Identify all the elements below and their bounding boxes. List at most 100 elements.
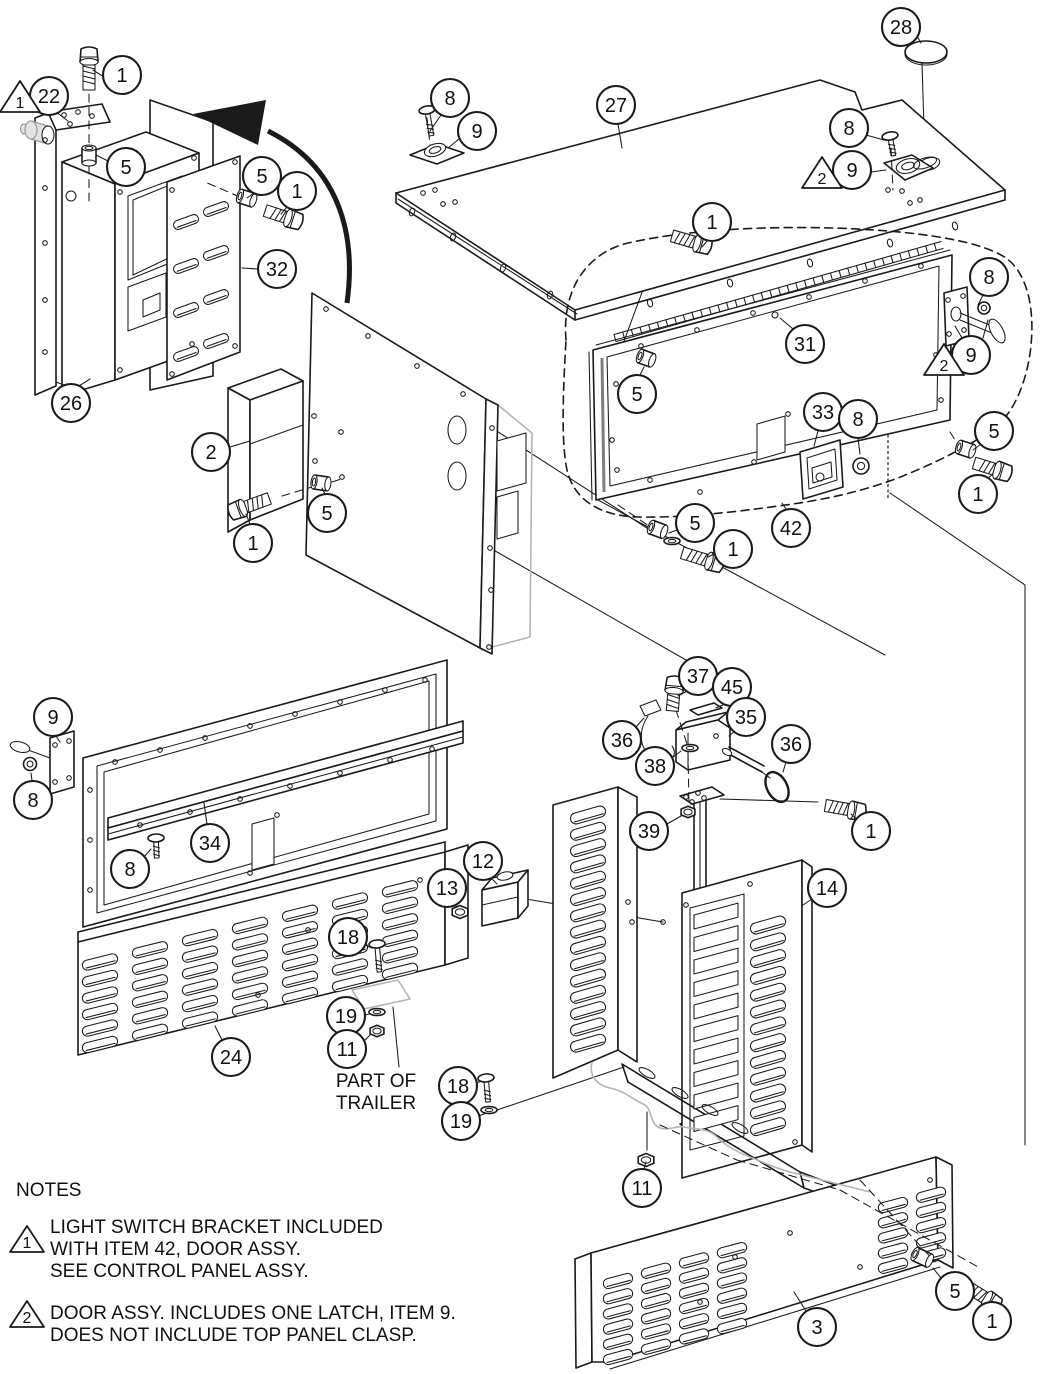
plate-45: [689, 702, 723, 716]
louver: [131, 974, 169, 992]
callout-8: 8: [12, 772, 54, 821]
callout-8: 8: [828, 107, 885, 149]
louver: [749, 982, 787, 1002]
spacer: [646, 519, 669, 540]
svg-text:5: 5: [631, 384, 642, 406]
hex-bolt: [79, 46, 99, 91]
side-panel-ghost: [305, 292, 533, 655]
louver: [678, 1313, 710, 1330]
louver: [602, 1318, 634, 1335]
svg-text:36: 36: [611, 730, 633, 752]
louver: [678, 1252, 710, 1269]
louver: [181, 978, 219, 996]
louver: [231, 916, 269, 935]
louver: [569, 870, 607, 890]
callout-1: 1: [232, 513, 274, 564]
svg-text:5: 5: [256, 166, 267, 188]
louver: [231, 933, 269, 951]
svg-text:1: 1: [865, 821, 876, 843]
louver: [640, 1338, 672, 1355]
washer: [663, 536, 681, 546]
svg-text:19: 19: [450, 1111, 472, 1133]
callout-5: 5: [972, 410, 1015, 452]
svg-text:33: 33: [812, 402, 834, 424]
louver: [877, 1242, 909, 1259]
latch-33: [799, 439, 844, 500]
svg-text:1: 1: [972, 484, 983, 506]
frame-sticker: [251, 817, 275, 871]
callout-18: 18: [437, 1065, 483, 1107]
louver: [915, 1201, 947, 1219]
louver: [749, 1083, 787, 1103]
louver: [640, 1292, 672, 1310]
svg-text:TRAILER: TRAILER: [336, 1093, 416, 1114]
latch-9-door: [943, 286, 1006, 347]
door-assembly-42: [562, 226, 1033, 527]
louver: [81, 953, 119, 971]
louver: [181, 994, 219, 1013]
louver: [569, 805, 607, 825]
callout-22: 22: [28, 75, 70, 122]
svg-text:DOOR ASSY. INCLUDES ONE LATCH,: DOOR ASSY. INCLUDES ONE LATCH, ITEM 9.: [50, 1303, 456, 1324]
svg-text:35: 35: [735, 707, 757, 729]
svg-text:8: 8: [124, 859, 135, 881]
callout-5: 5: [241, 155, 283, 199]
louver: [716, 1241, 748, 1259]
louver: [231, 982, 269, 1001]
callout-33: 33: [802, 391, 844, 447]
door-frame-assembly: [9, 659, 464, 928]
louver: [172, 214, 200, 230]
svg-text:45: 45: [721, 677, 743, 699]
svg-text:5: 5: [949, 1281, 960, 1303]
louver: [749, 932, 787, 952]
nut: [369, 1024, 385, 1038]
louver: [569, 887, 607, 906]
louver: [569, 1001, 607, 1021]
svg-text:1: 1: [291, 181, 302, 203]
svg-text:8: 8: [444, 88, 455, 110]
svg-text:1: 1: [23, 1235, 32, 1252]
louver: [381, 880, 419, 898]
louver: [602, 1288, 634, 1305]
louver: [331, 974, 369, 993]
callout-42: 42: [770, 502, 812, 549]
louver: [569, 968, 607, 988]
callout-36: 36: [601, 717, 645, 761]
louver: [749, 1049, 787, 1069]
louver: [569, 1017, 607, 1037]
svg-text:26: 26: [60, 393, 82, 415]
svg-text:34: 34: [199, 833, 221, 855]
louver: [640, 1308, 672, 1325]
louver: [131, 941, 169, 959]
callout-8: 8: [109, 848, 152, 890]
screw: [881, 131, 899, 157]
louver: [716, 1272, 748, 1289]
callout-12: 12: [462, 840, 504, 885]
svg-text:27: 27: [605, 95, 627, 117]
nut: [451, 904, 469, 920]
louver: [678, 1328, 710, 1345]
screw: [147, 833, 165, 859]
louver: [569, 838, 607, 858]
screw: [22, 756, 38, 772]
louver: [231, 966, 269, 984]
spacer: [635, 348, 657, 368]
louver: [81, 986, 119, 1004]
callout-38: 38: [634, 745, 682, 787]
callout-13: 13: [426, 867, 468, 909]
louver: [716, 1257, 748, 1274]
louver: [202, 333, 230, 349]
callout-1: 1: [92, 54, 143, 96]
callout-1: 1: [957, 473, 999, 515]
svg-text:5: 5: [689, 513, 700, 535]
callout-11: 11: [621, 1161, 663, 1209]
louver: [381, 946, 419, 964]
screw: [368, 939, 386, 973]
nut: [637, 1152, 655, 1168]
hex-bolt: [262, 204, 304, 231]
spacer: [954, 439, 977, 459]
louver: [716, 1317, 748, 1335]
louver: [915, 1216, 947, 1234]
svg-text:8: 8: [27, 790, 38, 812]
